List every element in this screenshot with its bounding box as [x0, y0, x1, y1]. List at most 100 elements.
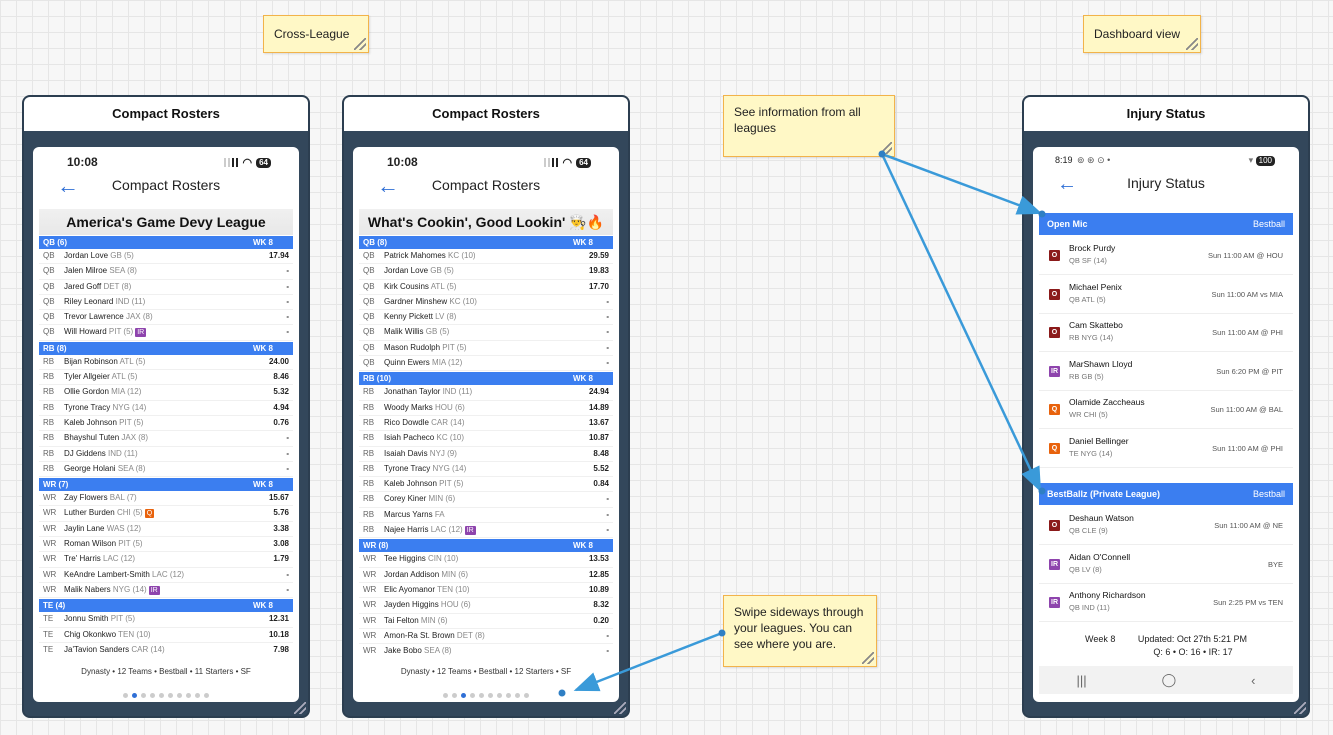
- position-group-header[interactable]: QB (8)WK 8: [359, 236, 613, 249]
- note-cross-league[interactable]: Cross-League: [263, 15, 369, 53]
- page-dot[interactable]: [515, 693, 520, 698]
- arrow-to-page-dots[interactable]: [573, 631, 723, 692]
- page-indicator[interactable]: [33, 685, 299, 702]
- position-group-header[interactable]: QB (6)WK 8: [39, 236, 293, 249]
- resize-grip-icon[interactable]: [354, 38, 366, 50]
- page-dot[interactable]: [506, 693, 511, 698]
- page-dot[interactable]: [204, 693, 209, 698]
- page-dot[interactable]: [132, 693, 137, 698]
- arrow-to-open-mic[interactable]: [881, 152, 1043, 215]
- position-group-header[interactable]: TE (4)WK 8: [39, 599, 293, 613]
- page-indicator[interactable]: [353, 685, 619, 702]
- arrow-to-bestballz[interactable]: [880, 153, 1042, 493]
- page-dot[interactable]: [479, 693, 484, 698]
- position-group-header[interactable]: WR (7)WK 8: [39, 478, 293, 492]
- home-icon[interactable]: ◯: [1161, 672, 1177, 687]
- connector-dot[interactable]: [718, 629, 726, 637]
- league-header[interactable]: BestBallz (Private League)Bestball: [1039, 483, 1293, 505]
- page-dot[interactable]: [497, 693, 502, 698]
- page-dot[interactable]: [452, 693, 457, 698]
- page-dot[interactable]: [150, 693, 155, 698]
- page-dot[interactable]: [488, 693, 493, 698]
- resize-grip-icon[interactable]: [294, 702, 306, 714]
- page-dot[interactable]: [195, 693, 200, 698]
- resize-grip-icon[interactable]: [862, 652, 874, 664]
- resize-grip-icon[interactable]: [1294, 702, 1306, 714]
- back-icon[interactable]: ‹: [1251, 672, 1256, 688]
- connector-dot[interactable]: [878, 150, 886, 158]
- page-dot[interactable]: [461, 693, 466, 698]
- back-arrow-icon[interactable]: ←: [1057, 173, 1077, 195]
- position-group-header[interactable]: RB (10)WK 8: [359, 372, 613, 386]
- frame-compact-rosters-b[interactable]: Compact Rosters 10:08 ◠ 64 ← Compact Ros…: [342, 95, 630, 718]
- back-arrow-icon[interactable]: ←: [377, 173, 399, 198]
- page-dot[interactable]: [177, 693, 182, 698]
- page-dot[interactable]: [168, 693, 173, 698]
- page-dot[interactable]: [470, 693, 475, 698]
- page-dot[interactable]: [159, 693, 164, 698]
- note-all-leagues[interactable]: See information from all leagues: [723, 95, 895, 157]
- connector-dot[interactable]: [1038, 210, 1046, 218]
- frame-compact-rosters-a[interactable]: Compact Rosters 10:08 ◠ 64 ← Compact Ros…: [22, 95, 310, 718]
- recent-apps-icon[interactable]: |||: [1076, 672, 1087, 688]
- connector-dot[interactable]: [558, 689, 566, 697]
- page-dot[interactable]: [443, 693, 448, 698]
- page-dot[interactable]: [123, 693, 128, 698]
- back-arrow-icon[interactable]: ←: [57, 173, 79, 198]
- resize-grip-icon[interactable]: [1186, 38, 1198, 50]
- page-dot[interactable]: [186, 693, 191, 698]
- page-dot[interactable]: [141, 693, 146, 698]
- note-swipe[interactable]: Swipe sideways through your leagues. You…: [723, 595, 877, 667]
- position-group-header[interactable]: RB (8)WK 8: [39, 341, 293, 355]
- page-dot[interactable]: [524, 693, 529, 698]
- connector-dot[interactable]: [1038, 487, 1046, 495]
